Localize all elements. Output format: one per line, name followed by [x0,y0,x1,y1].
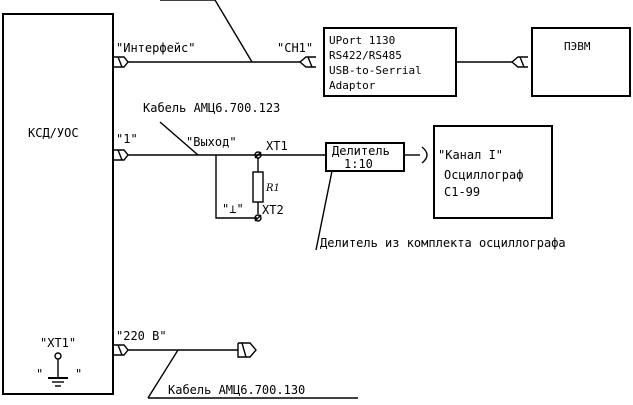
main-xt1-label: "ХТ1" [40,336,76,350]
uport-block [323,27,457,97]
divider-line-2: 1:10 [344,157,373,171]
xt2-label: ХТ2 [262,203,284,217]
load-loop [215,155,257,219]
main-block [2,13,114,395]
uport-line-1: UPort 1130 [329,34,395,47]
xt2-terminal [254,214,262,222]
ch1-label: "СН1" [277,41,313,55]
out1-connector-icon [114,149,129,161]
uport-line-2: RS422/RS485 [329,49,402,62]
divider-line-1: Делитель [332,144,390,158]
v220-label: "220 В" [116,329,167,343]
ground-quote-right: " [75,367,82,381]
cable1-label: Кабель АМЦ6.700.123 [143,101,280,115]
divider-note-label: Делитель из комплекта осциллографа [320,236,566,250]
r1-label: R1 [265,183,280,194]
ground-icon [48,352,68,387]
main-block-label: КСД/УОС [28,126,79,140]
cable2-pointer [147,349,179,399]
power-plug-icon [237,342,257,358]
cable2-label: Кабель АМЦ6.700.130 [168,383,305,397]
out1-label: "1" [116,132,138,146]
uport-line-4: Adaptor [329,79,376,92]
resistor-r1 [252,171,264,203]
divider-block [325,142,405,172]
ground-quote-left: " [36,367,43,381]
interface-label: "Интерфейс" [116,41,195,55]
scope-line-2: Осциллограф [444,168,523,182]
pc-block [531,27,631,97]
top-pointer-line [214,0,253,63]
scope-line-3: С1-99 [444,185,480,199]
ch1-connector-icon [298,56,316,68]
scope-line-1: "Канал I" [438,148,503,162]
ground-terminal-label: "⊥" [222,202,244,216]
interface-connector-icon [114,56,129,68]
power-connector-icon [114,344,129,356]
uport-line-3: USB-to-Serrial [329,64,422,77]
scope-block [433,125,553,219]
pc-connector-icon [510,56,528,68]
output-label: "Выход" [186,135,237,149]
pc-label: ПЭВМ [564,40,591,53]
xt1-label: ХТ1 [266,139,288,153]
cable1-pointer [159,121,199,156]
divider-note-pointer [315,170,333,251]
scope-probe-connector-icon [404,146,428,164]
